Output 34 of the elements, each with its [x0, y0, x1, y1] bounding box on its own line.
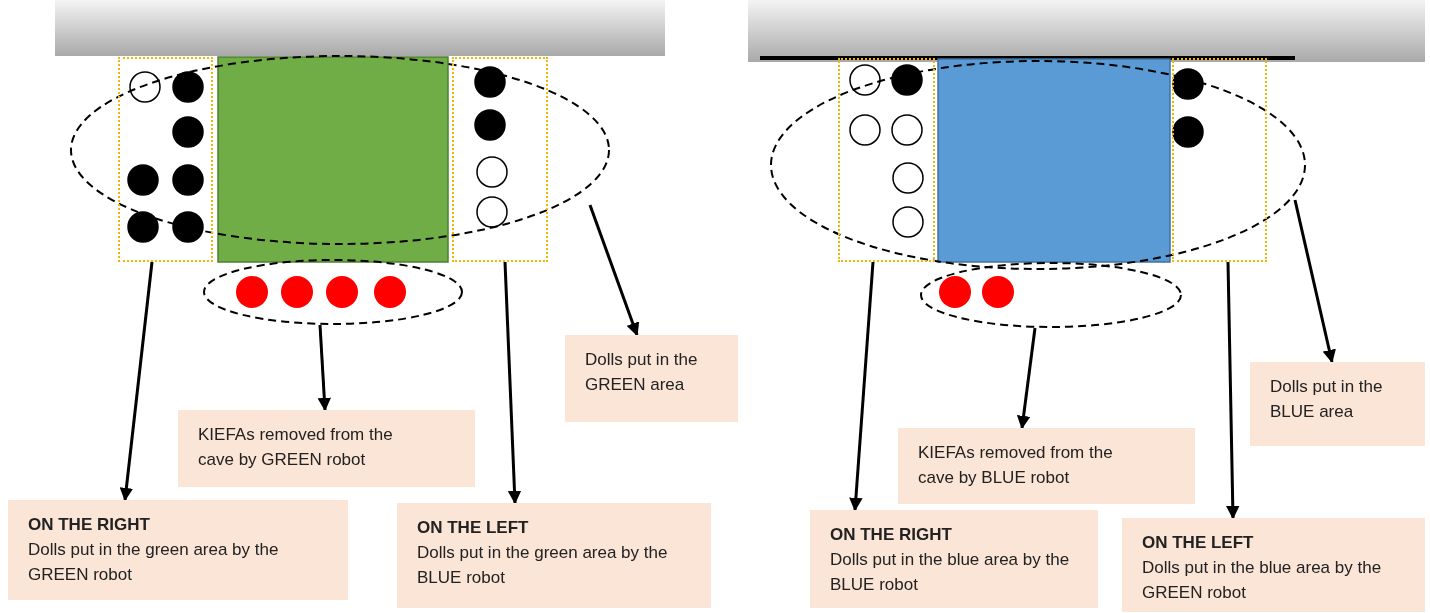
note-box [898, 428, 1195, 504]
note-box [810, 510, 1098, 608]
note-heading: ON THE RIGHT [28, 514, 151, 536]
note-heading: ON THE LEFT [1142, 532, 1255, 554]
note-box [1122, 518, 1425, 612]
note-text: KIEFAs removed from the cave by BLUE robot [918, 442, 1114, 489]
dotted-area-box [452, 57, 548, 262]
dotted-area-box [118, 57, 213, 262]
note-box [8, 500, 348, 600]
note-text: Dolls put in the blue area by the BLUE robot [830, 549, 1071, 596]
dashed-ellipse [70, 55, 610, 245]
note-text: KIEFAs removed from the cave by GREEN robot [198, 424, 394, 471]
dashed-ellipse [203, 259, 463, 325]
note-heading: ON THE RIGHT [830, 524, 953, 546]
arrow [1293, 199, 1336, 364]
note-text: Dolls put in the green area by the GREEN robot [28, 539, 280, 586]
note-text: Dolls put in the green area by the BLUE robot [417, 542, 669, 589]
note-text: Dolls put in the BLUE area [1270, 376, 1384, 423]
note-text: Dolls put in the GREEN area [585, 349, 699, 396]
arrow [1226, 261, 1240, 520]
arrow [119, 261, 154, 502]
dashed-ellipse [770, 60, 1306, 270]
arrow [588, 204, 640, 337]
note-box [178, 410, 475, 487]
note-box [1250, 362, 1425, 446]
arrow [503, 261, 522, 505]
note-box [565, 335, 738, 422]
arrow [317, 324, 331, 412]
note-text: Dolls put in the blue area by the GREEN robot [1142, 557, 1383, 604]
arrow [1016, 327, 1037, 430]
note-box [397, 503, 711, 608]
dashed-ellipse [920, 262, 1182, 328]
note-heading: ON THE LEFT [417, 517, 530, 539]
arrow [849, 261, 875, 512]
